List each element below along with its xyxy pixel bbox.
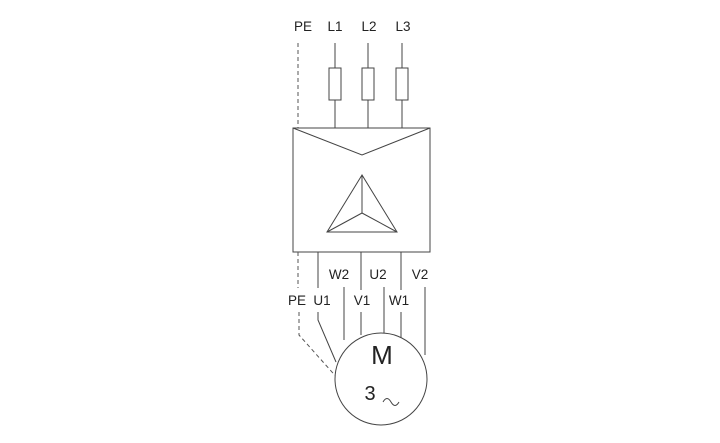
ac-symbol-icon <box>382 398 400 406</box>
label-v1: V1 <box>354 293 371 308</box>
motor-letter: M <box>371 340 393 370</box>
fuse-l2 <box>361 67 375 101</box>
label-v2: V2 <box>412 267 429 282</box>
fuse-l3 <box>395 67 409 101</box>
fuse-l1 <box>328 67 342 101</box>
pe-line-bottom <box>298 312 341 382</box>
triangle-inner-2 <box>326 212 363 233</box>
converter-chevron <box>292 127 431 156</box>
label-w1: W1 <box>389 293 409 308</box>
triangle-inner-3 <box>361 212 398 233</box>
label-pe-supply: PE <box>294 19 312 34</box>
label-pe-output: PE <box>288 293 306 308</box>
triangle-symbol <box>326 174 398 233</box>
label-u2: U2 <box>369 267 386 282</box>
motor-circle <box>334 332 428 426</box>
label-l2: L2 <box>361 19 376 34</box>
motor-phases: 3 <box>364 383 375 405</box>
label-l1: L1 <box>327 19 342 34</box>
label-u1: U1 <box>313 293 330 308</box>
label-w2: W2 <box>329 267 349 282</box>
label-l3: L3 <box>395 19 410 34</box>
wire-u1 <box>317 312 337 363</box>
